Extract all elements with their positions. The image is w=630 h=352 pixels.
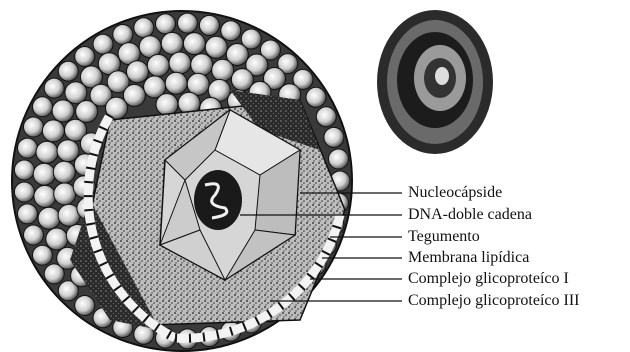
glycoprotein-sphere bbox=[18, 138, 38, 158]
glycoprotein-sphere bbox=[147, 54, 169, 76]
glycoprotein-sphere bbox=[33, 97, 53, 117]
glycoprotein-sphere bbox=[306, 87, 326, 107]
glycoprotein-sphere bbox=[58, 61, 78, 81]
glycoprotein-sphere bbox=[123, 84, 145, 106]
glycoprotein-sphere bbox=[169, 52, 191, 74]
glycoprotein-sphere bbox=[24, 225, 44, 245]
glycoprotein-sphere bbox=[75, 296, 95, 316]
glycoprotein-sphere bbox=[18, 204, 38, 224]
electron-micrograph bbox=[375, 8, 495, 163]
glycoprotein-sphere bbox=[75, 47, 95, 67]
glycoprotein-sphere bbox=[134, 18, 154, 38]
glycoprotein-sphere bbox=[33, 245, 53, 265]
glycoprotein-sphere bbox=[324, 127, 344, 147]
glycoprotein-sphere bbox=[113, 25, 133, 45]
label-dna: DNA-doble cadena bbox=[408, 206, 532, 224]
glycoprotein-sphere bbox=[205, 36, 227, 58]
glycoprotein-sphere bbox=[93, 34, 113, 54]
label-nucleocapside: Nucleocápside bbox=[408, 184, 502, 202]
label-complejo-1: Complejo glicoproteíco I bbox=[408, 270, 569, 288]
glycoprotein-sphere bbox=[14, 182, 34, 202]
glycoprotein-sphere bbox=[44, 78, 64, 98]
glycoprotein-sphere bbox=[127, 61, 149, 83]
glycoprotein-sphere bbox=[36, 141, 58, 163]
glycoprotein-sphere bbox=[156, 94, 178, 116]
glycoprotein-sphere bbox=[24, 117, 44, 137]
glycoprotein-sphere bbox=[183, 33, 205, 55]
label-tegumento: Tegumento bbox=[408, 228, 480, 246]
glycoprotein-sphere bbox=[53, 161, 75, 183]
glycoprotein-sphere bbox=[42, 120, 64, 142]
glycoprotein-sphere bbox=[212, 59, 234, 81]
glycoprotein-sphere bbox=[221, 21, 241, 41]
glycoprotein-sphere bbox=[33, 163, 55, 185]
glycoprotein-sphere bbox=[316, 107, 336, 127]
glycoprotein-sphere bbox=[57, 140, 79, 162]
glycoprotein-sphere bbox=[156, 14, 176, 34]
glycoprotein-sphere bbox=[14, 160, 34, 180]
glycoprotein-sphere bbox=[199, 15, 219, 35]
glycoprotein-sphere bbox=[178, 13, 198, 33]
glycoprotein-sphere bbox=[161, 32, 183, 54]
label-complejo-3: Complejo glicoproteíco III bbox=[408, 292, 580, 310]
glycoprotein-sphere bbox=[38, 207, 60, 229]
glycoprotein-sphere bbox=[54, 183, 76, 205]
glycoprotein-sphere bbox=[165, 72, 187, 94]
label-membrana: Membrana lipídica bbox=[408, 249, 529, 267]
dna-core bbox=[194, 170, 242, 230]
glycoprotein-sphere bbox=[329, 149, 349, 169]
glycoprotein-sphere bbox=[34, 185, 56, 207]
glycoprotein-sphere bbox=[52, 100, 74, 122]
glycoprotein-sphere bbox=[46, 228, 68, 250]
glycoprotein-sphere bbox=[191, 54, 213, 76]
